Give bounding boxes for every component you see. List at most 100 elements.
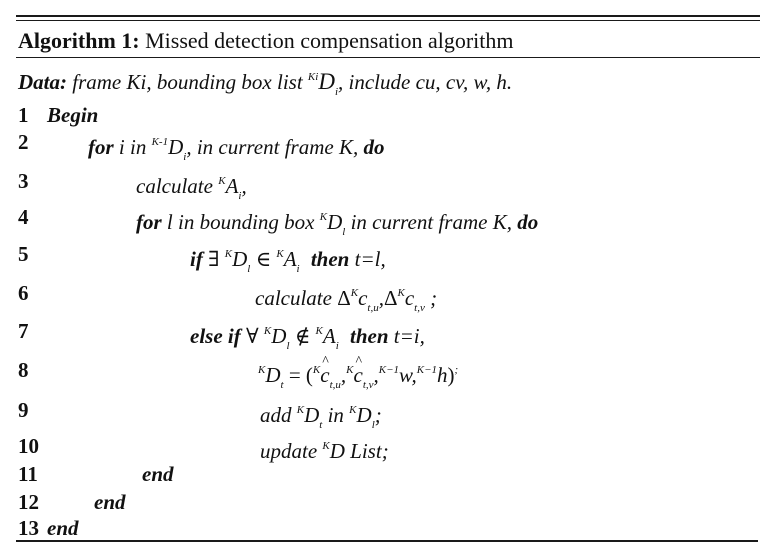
close-paren: ) (447, 363, 455, 387)
subscript: i (238, 190, 242, 202)
for-keyword: for (136, 210, 162, 234)
variable: D (304, 403, 320, 427)
line-text: in (327, 403, 344, 427)
subscript: i (335, 340, 339, 352)
subscript: l (247, 263, 251, 275)
superscript: K-1 (151, 136, 169, 148)
line-text: add (260, 403, 292, 427)
line-number: 12 (18, 490, 39, 514)
line-text: l in bounding box (166, 210, 315, 234)
data-sup: Ki (307, 71, 319, 83)
line-text: , in current frame K, (186, 135, 359, 159)
line-code: calculate ΔKct,u,ΔKct,v ; (255, 280, 437, 321)
superscript: K−1 (416, 364, 438, 376)
line-code: for l in bounding box KDl in current fra… (136, 204, 538, 245)
superscript: K (296, 404, 305, 416)
line-text: List; (350, 439, 389, 463)
superscript: K (322, 440, 330, 452)
superscript: K (315, 325, 323, 337)
algorithm-caption: Algorithm 1: Missed detection compensati… (18, 28, 514, 54)
superscript: K (350, 287, 359, 299)
end-keyword: end (47, 516, 79, 540)
line-code: if ∃ KDl ∈ KAi then t=l, (190, 241, 386, 282)
line-code: for i in K-1Di, in current frame K, do (88, 129, 384, 170)
variable: c (404, 286, 415, 310)
subscript: t (280, 379, 284, 391)
exists-symbol: ∃ (208, 247, 220, 271)
variable: D (265, 363, 281, 387)
variable: w, (399, 363, 417, 387)
for-keyword: for (88, 135, 114, 159)
line-text: t=l, (354, 247, 386, 271)
variable: h (437, 363, 448, 387)
separator: , (340, 363, 347, 387)
subscript: l (286, 340, 290, 352)
line-text: update (260, 439, 318, 463)
superscript: K (349, 404, 357, 416)
caption-title: Missed detection compensation algorithm (145, 28, 514, 53)
then-keyword: then (350, 324, 389, 348)
superscript: K (276, 248, 284, 260)
superscript: K (312, 364, 321, 376)
element-of-symbol: ∈ (255, 247, 272, 271)
line-code: calculate KAi, (136, 168, 247, 209)
superscript: K (397, 287, 405, 299)
line-number: 1 (18, 103, 29, 127)
line-text: ; (454, 364, 459, 376)
equals-open-paren: = ( (288, 363, 313, 387)
data-sub: i (334, 86, 339, 98)
superscript: K (224, 248, 233, 260)
separator: , (373, 363, 379, 387)
delta-symbol: Δ (337, 286, 351, 310)
separator: , (378, 286, 384, 310)
line-number: 7 (18, 319, 29, 343)
line-number: 2 (18, 130, 29, 154)
do-keyword: do (517, 210, 539, 234)
data-text-before: frame Ki, bounding box list (72, 70, 303, 94)
variable: A (225, 174, 239, 198)
variable: c (358, 286, 368, 310)
line-text: ; (430, 286, 438, 310)
line-number: 4 (18, 205, 29, 229)
line-number: 3 (18, 169, 29, 193)
superscript: K (319, 211, 328, 223)
delta-symbol: Δ (383, 286, 398, 310)
variable: D (271, 324, 287, 348)
superscript: K−1 (378, 364, 400, 376)
variable: D (327, 210, 343, 234)
subscript: t,v (362, 379, 374, 391)
subscript: t (319, 419, 323, 431)
superscript: K (263, 325, 272, 337)
superscript: K (258, 364, 266, 376)
line-text: in current frame K, (350, 210, 512, 234)
subscript: t,u (367, 302, 379, 314)
data-line: Data: frame Ki, bounding box list KiDi, … (18, 64, 512, 105)
subscript: l (342, 226, 346, 238)
superscript: K (218, 175, 226, 187)
c-hat-variable: c (354, 349, 363, 388)
c-hat-variable: c (320, 349, 329, 388)
line-number: 9 (18, 398, 29, 422)
begin-keyword: Begin (47, 103, 99, 127)
end-keyword: end (142, 462, 174, 486)
variable: D (168, 135, 184, 159)
line-number: 5 (18, 242, 29, 266)
line-number: 13 (18, 516, 39, 540)
forall-symbol: ∀ (245, 324, 259, 348)
caption-rule (16, 57, 760, 58)
line-code: KDt = (Kct,u,Kct,v,K−1w,K−1h); (258, 349, 459, 398)
top-rule-thin (16, 20, 760, 21)
caption-label: Algorithm 1: (18, 28, 140, 53)
superscript: K (346, 364, 354, 376)
variable: D (356, 403, 372, 427)
subscript: i (296, 263, 300, 275)
line-number: 10 (18, 434, 39, 458)
line-number: 11 (18, 462, 38, 486)
line-text: , (241, 174, 247, 198)
do-keyword: do (363, 135, 385, 159)
line-code: update KD List; (260, 433, 389, 464)
top-rule-thick (16, 15, 760, 17)
bottom-rule (16, 540, 758, 542)
line-number: 8 (18, 358, 29, 382)
data-label: Data: (18, 70, 67, 94)
